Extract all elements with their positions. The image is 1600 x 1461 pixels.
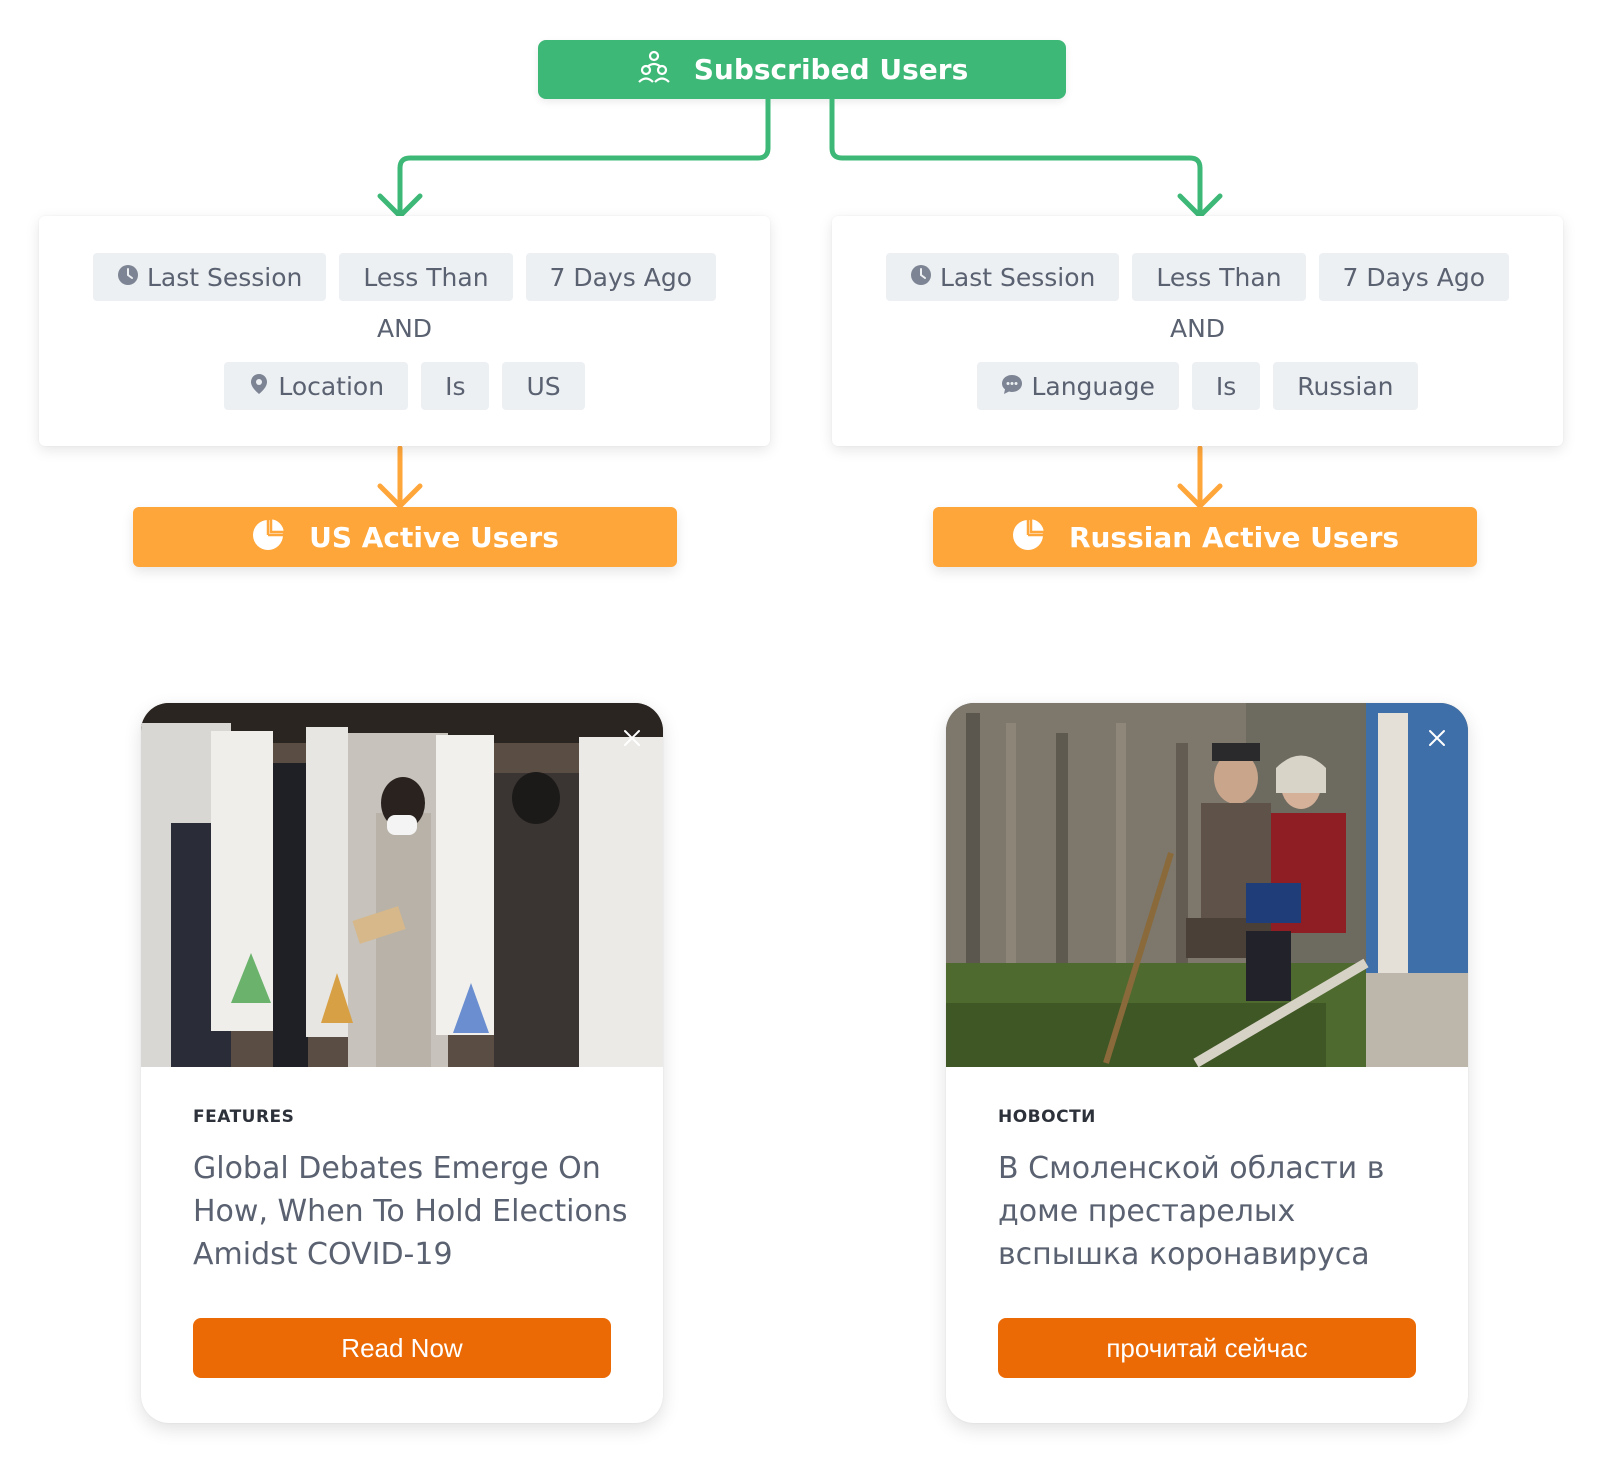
- value-pill[interactable]: 7 Days Ago: [1318, 253, 1510, 301]
- condition-row: Last Session Less Than 7 Days Ago: [39, 253, 770, 301]
- arrowhead-segment-right: [1177, 483, 1223, 509]
- clock-icon: [117, 263, 139, 292]
- operator-pill[interactable]: Less Than: [1132, 253, 1306, 301]
- value-pill[interactable]: 7 Days Ago: [525, 253, 717, 301]
- pie-chart-icon: [1011, 516, 1047, 559]
- field-pill[interactable]: Location: [224, 362, 409, 410]
- read-now-button[interactable]: прочитай сейчас: [998, 1318, 1416, 1378]
- us-active-users-segment[interactable]: US Active Users: [133, 507, 677, 567]
- kicker: FEATURES: [193, 1107, 295, 1127]
- arrowhead-segment-left: [377, 483, 423, 509]
- condition-row: Location Is US: [39, 362, 770, 410]
- headline: В Смоленской области в доме престарелых …: [998, 1151, 1385, 1272]
- value-pill[interactable]: Russian: [1273, 362, 1418, 410]
- kicker: НОВОСТИ: [998, 1107, 1096, 1127]
- connector-right: [829, 96, 1203, 217]
- read-now-button[interactable]: Read Now: [193, 1318, 611, 1378]
- filter-card-russian[interactable]: Last Session Less Than 7 Days Ago AND La…: [832, 216, 1563, 446]
- subscribed-users-node[interactable]: Subscribed Users: [538, 40, 1066, 99]
- filter-card-us[interactable]: Last Session Less Than 7 Days Ago AND Lo…: [39, 216, 770, 446]
- segment-label: Russian Active Users: [1068, 520, 1400, 554]
- field-pill[interactable]: Language: [977, 362, 1179, 410]
- and-joiner: AND: [376, 314, 433, 343]
- condition-row: Language Is Russian: [832, 362, 1563, 410]
- users-group-icon: [636, 48, 672, 91]
- voting-booths-photo: [141, 703, 663, 1067]
- headline: Global Debates Emerge On How, When To Ho…: [193, 1151, 628, 1272]
- and-joiner: AND: [1169, 314, 1226, 343]
- location-pin-icon: [248, 372, 270, 401]
- root-label: Subscribed Users: [693, 53, 969, 86]
- field-pill[interactable]: Last Session: [92, 253, 327, 301]
- field-pill[interactable]: Last Session: [885, 253, 1120, 301]
- connector-left: [397, 96, 771, 217]
- pie-chart-icon: [251, 516, 287, 559]
- operator-pill[interactable]: Is: [421, 362, 490, 410]
- segment-label: US Active Users: [309, 520, 559, 554]
- message-card-russian: НОВОСТИ В Смоленской области в доме прес…: [946, 703, 1468, 1423]
- elderly-couple-photo: [946, 703, 1468, 1067]
- operator-pill[interactable]: Less Than: [339, 253, 513, 301]
- message-card-us: FEATURES Global Debates Emerge On How, W…: [141, 703, 663, 1423]
- close-icon[interactable]: [1426, 727, 1448, 749]
- clock-icon: [910, 263, 932, 292]
- speech-bubble-icon: [1001, 372, 1023, 401]
- russian-active-users-segment[interactable]: Russian Active Users: [933, 507, 1477, 567]
- close-icon[interactable]: [621, 727, 643, 749]
- value-pill[interactable]: US: [502, 362, 585, 410]
- operator-pill[interactable]: Is: [1191, 362, 1261, 410]
- condition-row: Last Session Less Than 7 Days Ago: [832, 253, 1563, 301]
